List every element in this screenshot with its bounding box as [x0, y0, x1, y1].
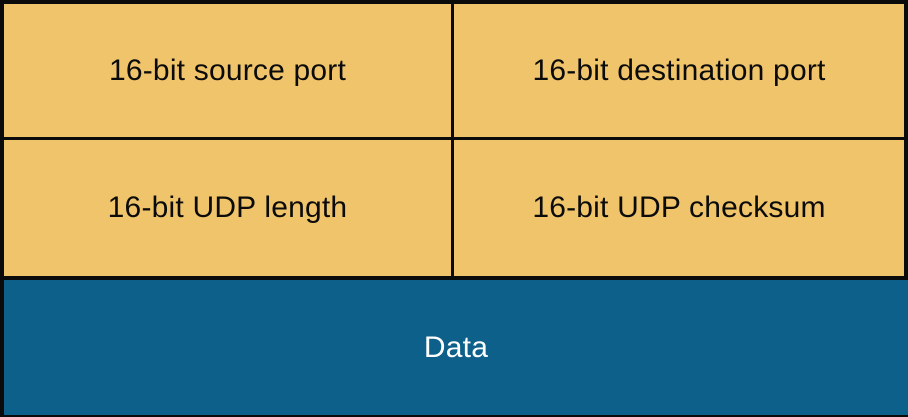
field-destination-port: 16-bit destination port	[454, 0, 908, 140]
field-udp-checksum: 16-bit UDP checksum	[454, 140, 908, 280]
field-data: Data	[0, 280, 908, 417]
field-data-label: Data	[423, 330, 489, 364]
field-source-port: 16-bit source port	[0, 0, 454, 140]
field-destination-port-label: 16-bit destination port	[532, 53, 826, 87]
field-source-port-label: 16-bit source port	[108, 53, 347, 87]
field-udp-length-label: 16-bit UDP length	[107, 191, 348, 224]
field-udp-length: 16-bit UDP length	[0, 140, 454, 280]
field-udp-checksum-label: 16-bit UDP checksum	[532, 191, 826, 224]
